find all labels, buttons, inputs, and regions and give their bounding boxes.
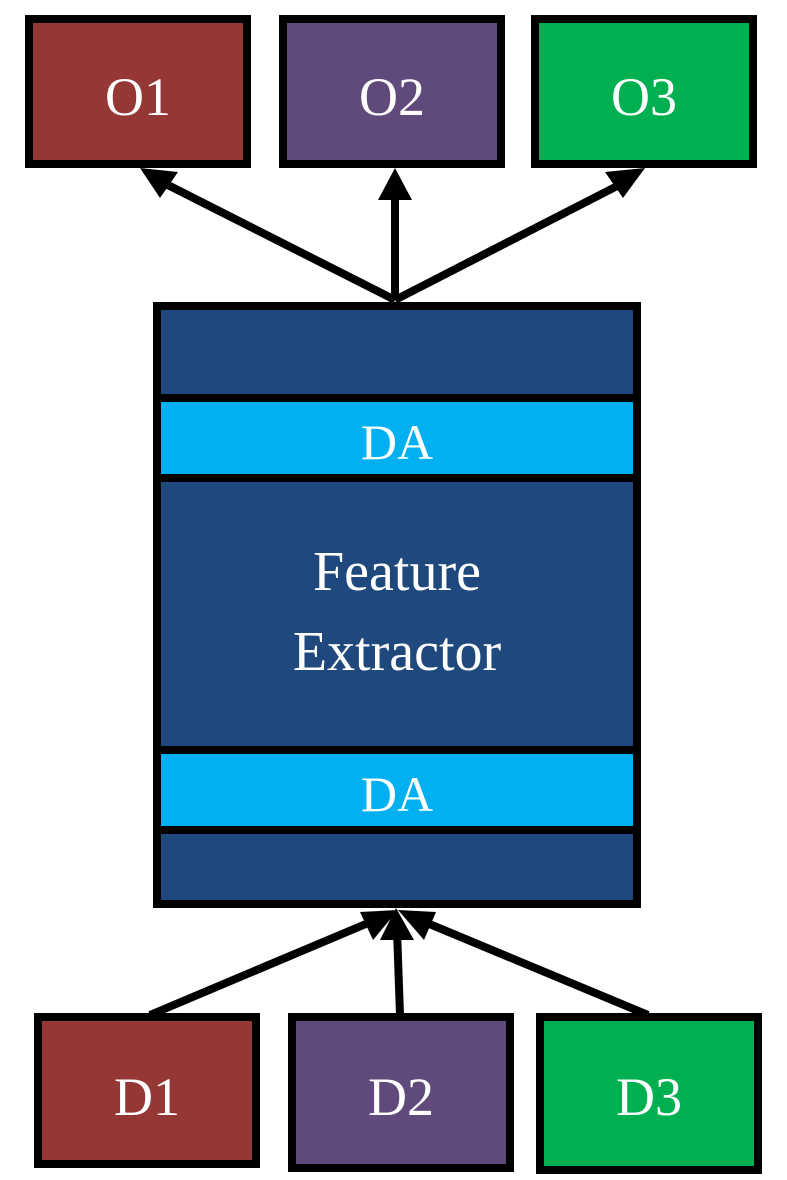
domain-adapter-top (153, 394, 641, 482)
arrow-to-o3 (393, 178, 627, 304)
output-label-o2: O2 (359, 67, 425, 127)
arrowhead-from-d1 (360, 910, 398, 940)
output-label-o3: O3 (611, 67, 677, 127)
arrowhead-o2 (378, 168, 412, 200)
arrowhead-from-d2 (380, 908, 414, 940)
output-box-o1-fill (25, 15, 251, 168)
feature-extractor: DA Feature Extractor DA (153, 302, 641, 908)
arrowhead-o1 (140, 168, 178, 198)
input-label-d1: D1 (114, 1067, 180, 1127)
input-box-d1-fill (34, 1013, 260, 1168)
domain-adapter-bottom-label: DA (361, 766, 433, 822)
input-box-d3-fill (536, 1013, 762, 1174)
output-box-o3-fill (531, 15, 757, 168)
extractor-label-line2: Extractor (293, 621, 502, 683)
arrowhead-from-d3 (398, 910, 436, 940)
output-box-o2: O2 (279, 15, 505, 168)
input-label-d3: D3 (616, 1067, 682, 1127)
arrow-from-d1 (148, 914, 382, 1019)
input-label-d2: D2 (368, 1067, 434, 1127)
output-box-o1: O1 (25, 15, 251, 168)
arrow-to-o1 (156, 176, 397, 304)
input-box-d2: D2 (288, 1013, 514, 1172)
output-arrows (140, 168, 645, 304)
input-box-d2-fill (288, 1013, 514, 1172)
output-box-o3: O3 (531, 15, 757, 168)
arrow-from-d2 (393, 929, 404, 1016)
input-box-d1: D1 (34, 1013, 260, 1168)
arrowhead-o3 (605, 168, 645, 198)
output-box-o2-fill (279, 15, 505, 168)
domain-adapter-top-label: DA (361, 414, 433, 470)
input-box-d3: D3 (536, 1013, 762, 1174)
output-label-o1: O1 (105, 67, 171, 127)
arrow-from-d3 (413, 914, 650, 1019)
input-arrows (148, 908, 650, 1019)
domain-adapter-bottom (153, 746, 641, 834)
extractor-label-line1: Feature (313, 541, 481, 603)
